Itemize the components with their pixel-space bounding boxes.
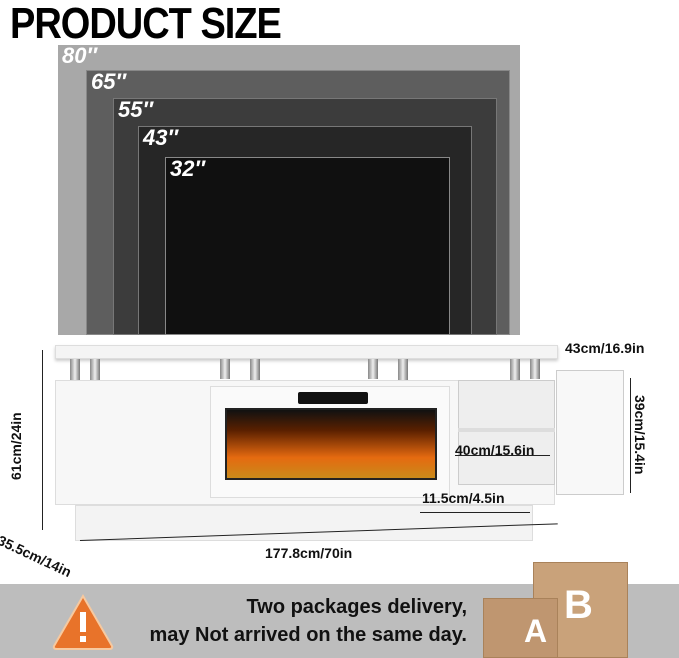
dimension-width: 177.8cm/70in <box>265 545 353 561</box>
package-a-icon: A <box>483 598 558 658</box>
tv-size-label: 55″ <box>118 97 154 122</box>
tv-size-label: 32″ <box>170 156 206 181</box>
metal-leg <box>398 359 408 389</box>
dimension-base-height: 11.5cm/4.5in <box>422 490 505 506</box>
dimension-depth: 35.5cm/14in <box>0 532 74 581</box>
top-shelf <box>55 345 558 359</box>
metal-leg <box>220 359 230 379</box>
inner-shelf <box>458 428 555 432</box>
metal-leg <box>368 359 378 379</box>
notice-line-2: may Not arrived on the same day. <box>149 624 467 646</box>
open-shelf <box>458 380 555 485</box>
metal-leg <box>70 359 80 389</box>
warning-icon <box>52 594 114 650</box>
tv-size-label: 80″ <box>62 43 98 68</box>
fireplace-display <box>298 392 368 404</box>
tv-size-label: 43″ <box>143 125 179 150</box>
notice-line-1: Two packages delivery, <box>246 596 467 618</box>
dimension-shelf-width: 40cm/15.6in <box>455 442 535 458</box>
tv-frame-32: 32″ <box>165 156 450 335</box>
metal-leg <box>250 359 260 389</box>
dimension-depth-top: 43cm/16.9in <box>565 340 645 356</box>
package-label: A <box>524 613 548 649</box>
page-title: PRODUCT SIZE <box>10 0 282 49</box>
metal-leg <box>90 359 100 389</box>
fireplace-flames <box>225 408 437 480</box>
metal-leg <box>510 359 520 389</box>
dimension-total-height: 61cm/24in <box>8 412 24 480</box>
cabinet-base <box>75 505 533 541</box>
package-label: B <box>564 583 593 627</box>
tv-size-label: 65″ <box>91 69 127 94</box>
dimension-cabinet-height: 39cm/15.4in <box>632 395 648 475</box>
cabinet-door[interactable] <box>556 370 624 495</box>
metal-leg <box>530 359 540 379</box>
